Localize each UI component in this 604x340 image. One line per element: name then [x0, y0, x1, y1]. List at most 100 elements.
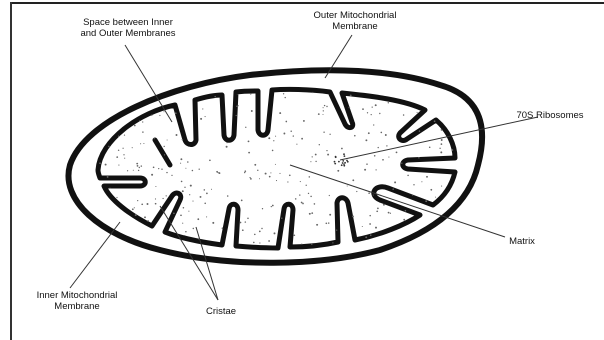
- matrix-speckle: [244, 170, 246, 172]
- matrix-speckle: [123, 154, 124, 155]
- matrix-speckle: [434, 120, 436, 122]
- matrix-speckle: [311, 244, 312, 245]
- matrix-speckle: [118, 150, 119, 151]
- matrix-speckle: [386, 145, 387, 146]
- matrix-speckle: [403, 114, 405, 116]
- matrix-speckle: [245, 127, 246, 128]
- matrix-speckle: [166, 172, 167, 173]
- matrix-speckle: [159, 115, 160, 116]
- matrix-speckle: [369, 215, 371, 217]
- matrix-speckle: [316, 224, 318, 226]
- matrix-speckle: [217, 172, 218, 173]
- matrix-speckle: [336, 229, 337, 230]
- matrix-speckle: [378, 147, 379, 148]
- matrix-speckle: [435, 197, 436, 198]
- matrix-speckle: [241, 200, 243, 202]
- matrix-speckle: [375, 169, 376, 170]
- matrix-speckle: [259, 178, 260, 179]
- matrix-speckle: [222, 227, 224, 229]
- matrix-speckle: [306, 185, 307, 186]
- matrix-speckle: [136, 163, 138, 165]
- matrix-speckle: [122, 148, 123, 149]
- matrix-speckle: [250, 178, 252, 180]
- matrix-speckle: [133, 170, 134, 171]
- matrix-speckle: [303, 120, 305, 122]
- matrix-speckle: [308, 193, 309, 194]
- matrix-speckle: [332, 242, 333, 243]
- matrix-speckle: [257, 170, 258, 171]
- matrix-speckle: [396, 152, 398, 154]
- matrix-speckle: [265, 173, 267, 175]
- matrix-speckle: [279, 112, 281, 114]
- ribosome-dot: [335, 156, 337, 158]
- matrix-speckle: [176, 134, 178, 136]
- matrix-speckle: [214, 96, 216, 98]
- matrix-speckle: [329, 214, 331, 216]
- matrix-speckle: [273, 140, 274, 141]
- matrix-speckle: [109, 188, 110, 189]
- matrix-speckle: [140, 143, 141, 144]
- matrix-speckle: [375, 227, 377, 229]
- matrix-speckle: [212, 222, 214, 224]
- matrix-speckle: [348, 107, 350, 109]
- matrix-speckle: [347, 185, 348, 186]
- matrix-speckle: [401, 162, 402, 163]
- matrix-speckle: [392, 188, 394, 190]
- matrix-speckle: [124, 158, 125, 159]
- matrix-speckle: [242, 229, 244, 231]
- matrix-speckle: [374, 155, 376, 157]
- matrix-speckle: [309, 176, 311, 178]
- matrix-speckle: [394, 181, 396, 183]
- matrix-speckle: [440, 151, 442, 153]
- matrix-speckle: [189, 194, 190, 195]
- matrix-speckle: [236, 115, 237, 116]
- matrix-speckle: [180, 158, 182, 160]
- matrix-speckle: [439, 148, 440, 149]
- matrix-speckle: [285, 121, 287, 123]
- matrix-speckle: [390, 213, 391, 214]
- matrix-speckle: [356, 191, 357, 192]
- matrix-speckle: [388, 102, 389, 103]
- matrix-speckle: [441, 129, 443, 131]
- ribosome-dot: [343, 153, 345, 155]
- matrix-speckle: [418, 157, 420, 159]
- matrix-speckle: [180, 163, 181, 164]
- matrix-speckle: [268, 240, 270, 242]
- matrix-speckle: [184, 235, 185, 236]
- matrix-speckle: [197, 218, 199, 220]
- matrix-speckle: [124, 135, 125, 136]
- matrix-speckle: [385, 134, 387, 136]
- label-cristae: Cristae: [196, 306, 246, 317]
- matrix-speckle: [421, 181, 422, 182]
- ribosome-dot: [342, 162, 344, 164]
- matrix-speckle: [419, 130, 420, 131]
- matrix-speckle: [248, 140, 250, 142]
- matrix-speckle: [185, 168, 186, 169]
- matrix-speckle: [383, 204, 385, 206]
- matrix-speckle: [163, 146, 164, 147]
- matrix-speckle: [138, 170, 139, 171]
- matrix-speckle: [116, 156, 118, 158]
- matrix-speckle: [108, 146, 110, 148]
- matrix-speckle: [227, 195, 229, 197]
- matrix-speckle: [362, 226, 363, 227]
- matrix-speckle: [259, 231, 261, 233]
- matrix-speckle: [312, 156, 313, 157]
- matrix-speckle: [182, 223, 183, 224]
- matrix-speckle: [293, 135, 294, 136]
- matrix-speckle: [426, 176, 428, 178]
- matrix-speckle: [181, 181, 183, 183]
- matrix-speckle: [362, 108, 364, 110]
- matrix-speckle: [328, 222, 329, 223]
- matrix-speckle: [141, 203, 143, 205]
- ribosome-dot: [334, 163, 336, 165]
- matrix-speckle: [285, 97, 286, 98]
- matrix-speckle: [368, 192, 370, 194]
- matrix-speckle: [199, 169, 200, 170]
- matrix-speckle: [142, 121, 143, 122]
- matrix-speckle: [295, 198, 297, 200]
- matrix-speckle: [323, 107, 324, 108]
- matrix-speckle: [151, 174, 153, 176]
- matrix-speckle: [163, 111, 164, 112]
- ribosome-dot: [344, 162, 346, 164]
